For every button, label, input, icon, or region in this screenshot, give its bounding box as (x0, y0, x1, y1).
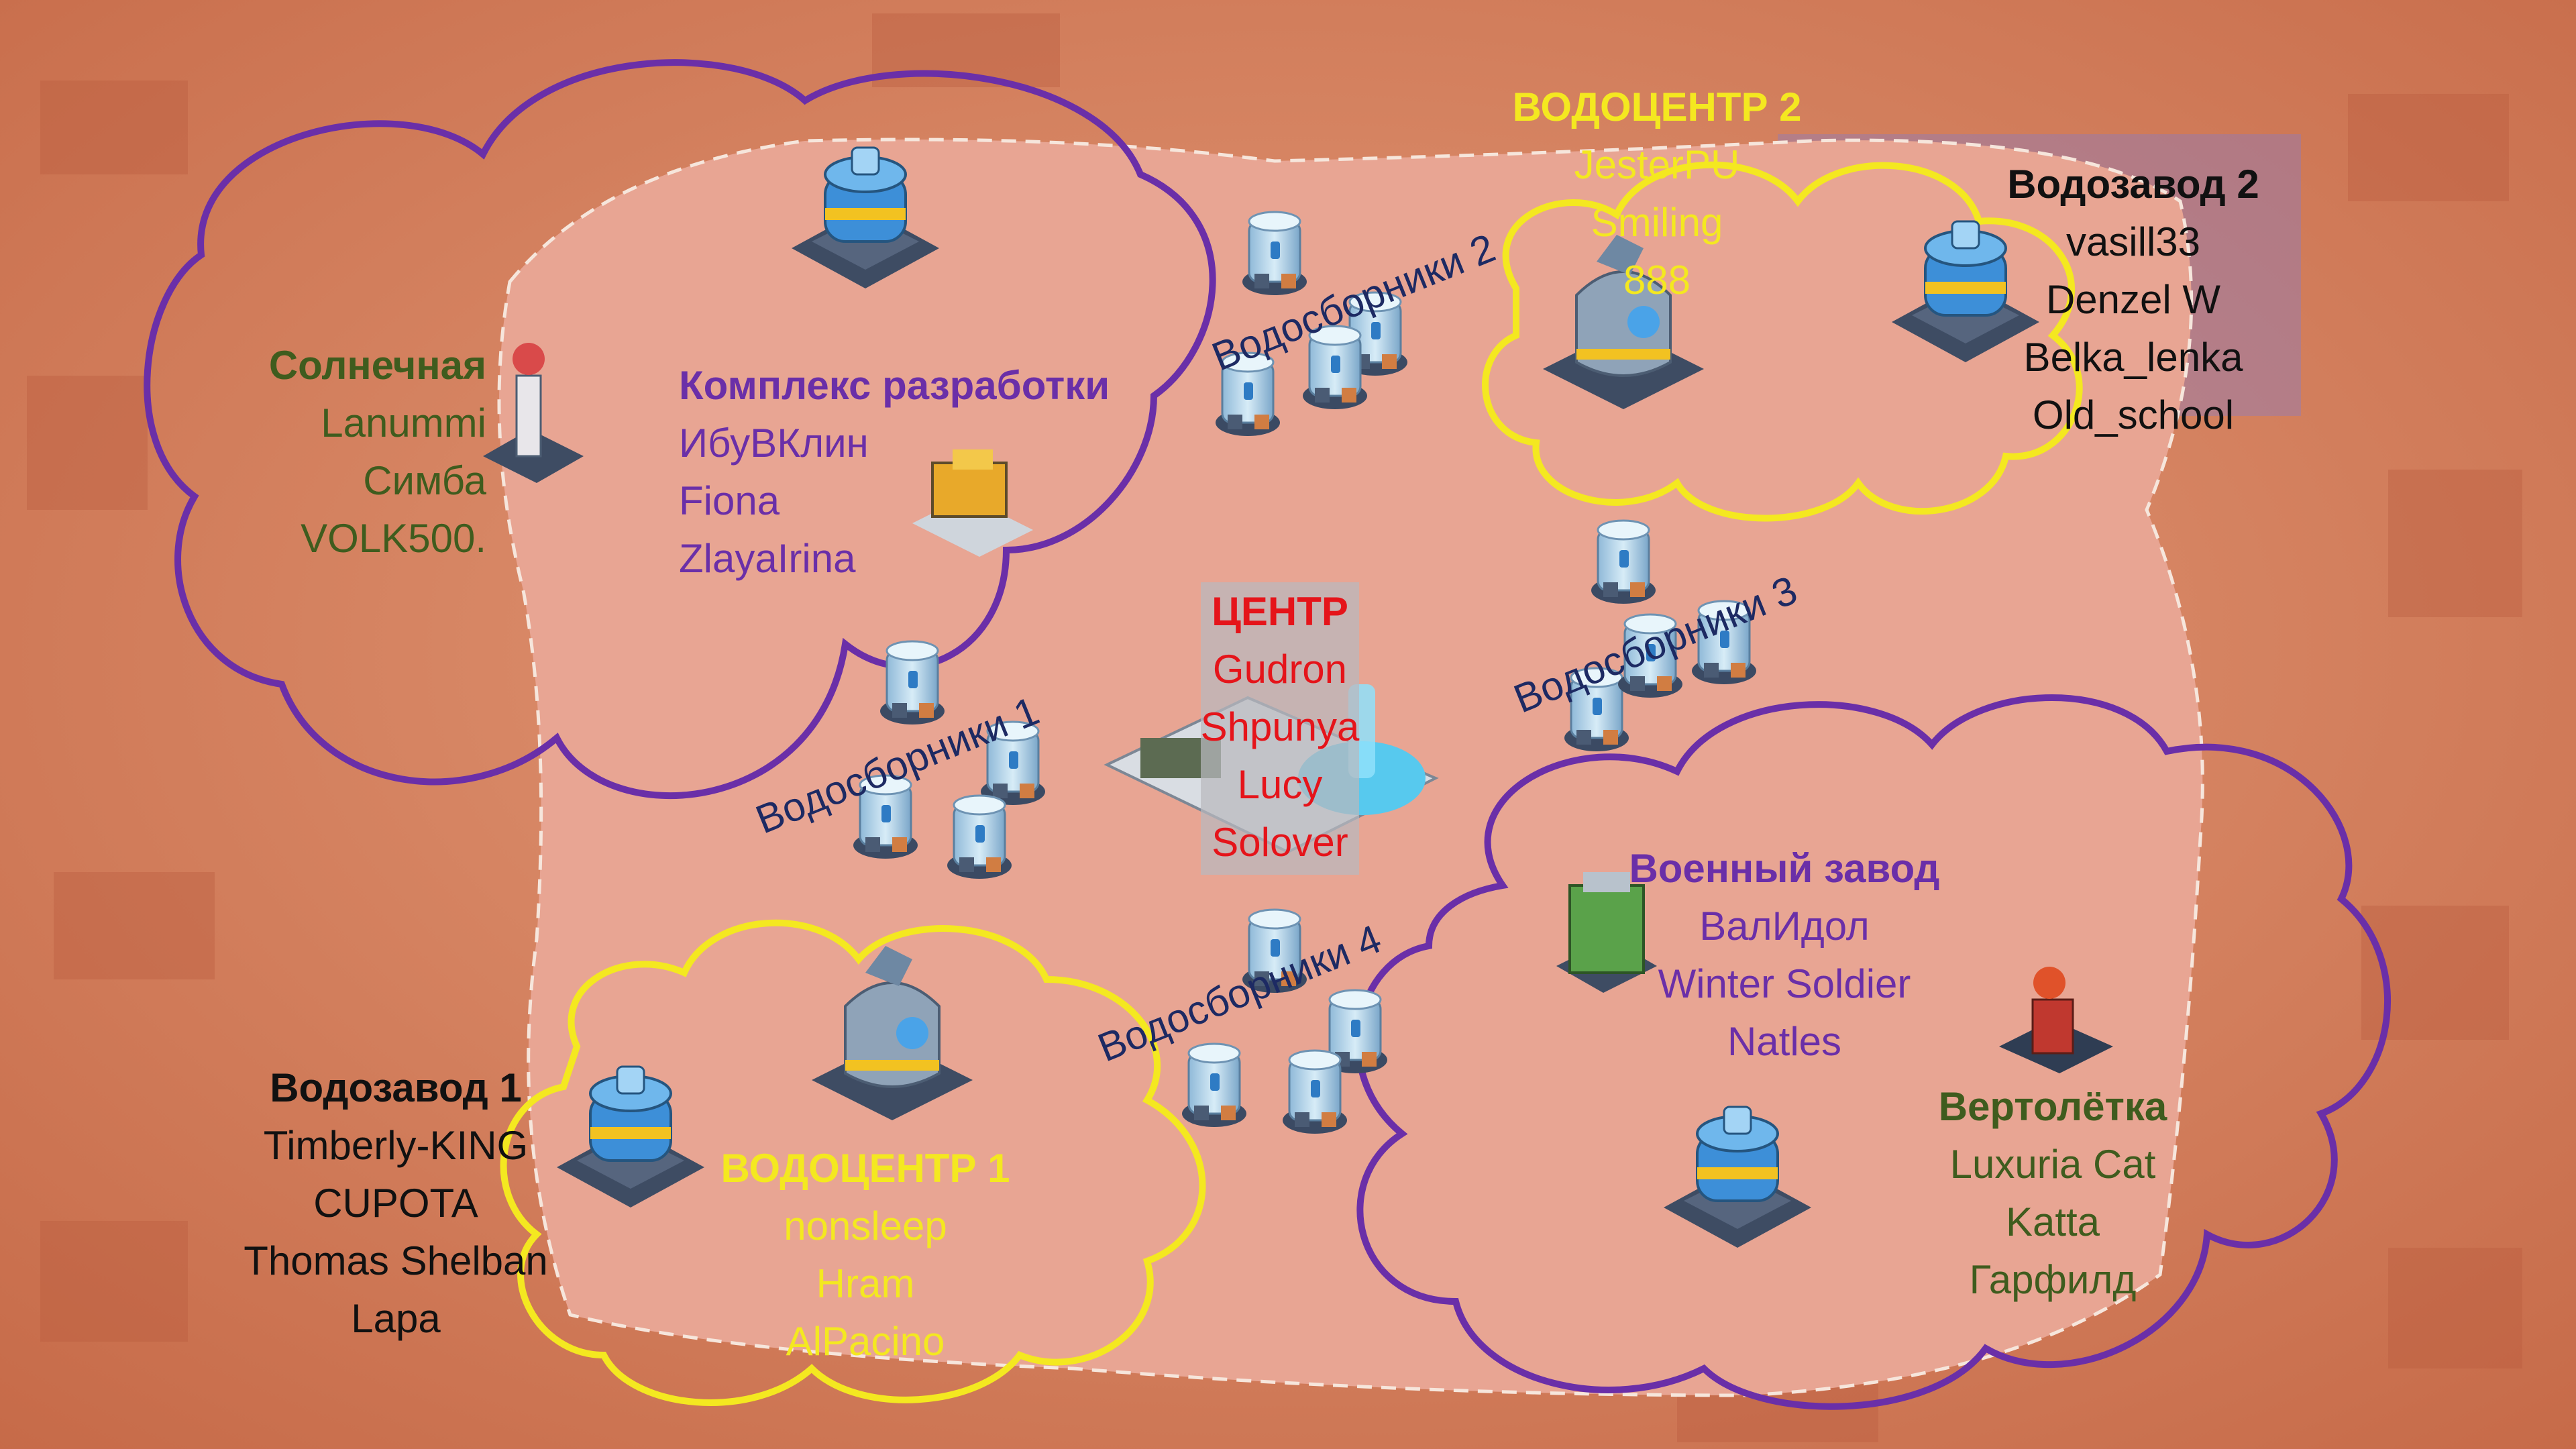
player-name: Winter Soldier (1658, 961, 1911, 1006)
zone-label-solnechnaya: Солнечная Lanummi Симба VOLK500. (228, 345, 486, 576)
player-name: Lapa (351, 1296, 441, 1341)
player-name: Lucy (1237, 762, 1323, 807)
zone-title: Солнечная (268, 343, 486, 388)
research-complex-building[interactable] (912, 449, 1033, 557)
zone-title: Водозавод 2 (2007, 162, 2259, 207)
zone-title: Водозавод 1 (270, 1065, 522, 1110)
zone-border-southeast (1354, 694, 2391, 1410)
player-name: 888 (1623, 258, 1691, 303)
zone-border-vodocentr2 (1482, 161, 2083, 522)
player-name: Solover (1212, 820, 1348, 865)
player-name: Smiling (1591, 200, 1723, 245)
player-name: nonsleep (784, 1203, 947, 1248)
helipad-building[interactable] (1999, 967, 2113, 1073)
player-name: Thomas Shelban (244, 1238, 548, 1283)
player-name: Lanummi (321, 400, 486, 445)
player-name: Luxuria Cat (1949, 1142, 2156, 1187)
zone-title: ВОДОЦЕНТР 2 (1512, 85, 1802, 129)
center-label-background (1201, 582, 1359, 875)
zone-border-northwest (144, 59, 1216, 800)
player-name: Natles (1727, 1019, 1842, 1064)
military-factory-building[interactable] (1556, 872, 1657, 993)
zone-label-vodozavod1: Водозавод 1 Timberly-KING CUPOTA Thomas … (201, 1068, 590, 1356)
player-name: VOLK500. (301, 516, 486, 561)
player-name: Belka_lenka (2023, 335, 2243, 380)
zone-label-centr: ЦЕНТР Gudron Shpunya Lucy Solover (1146, 592, 1414, 880)
player-name: JesterPU (1574, 142, 1740, 187)
player-name: CUPOTA (313, 1181, 478, 1226)
zone-label-voenny: Военный завод ВалИдол Winter Soldier Nat… (1583, 849, 1986, 1079)
player-name: Katta (2005, 1199, 2100, 1244)
zone-title: Вертолётка (1938, 1084, 2167, 1129)
player-name: Гарфилд (1969, 1257, 2137, 1302)
zone-title: Военный завод (1629, 846, 1940, 891)
player-name: Denzel W (2045, 277, 2221, 322)
zone-label-vodozavod2: Водозавод 2 vasill33 Denzel W Belka_lenk… (1932, 164, 2334, 453)
zone-title: Комплекс разработки (679, 363, 1110, 408)
zone-label-vodocentr1: ВОДОЦЕНТР 1 nonsleep Hram AlPacino (671, 1148, 1060, 1379)
player-name: Shpunya (1200, 704, 1360, 749)
player-name: ВалИдол (1699, 904, 1870, 949)
solar-tower-building[interactable] (483, 343, 584, 483)
zone-border-vodocentr1 (500, 919, 1206, 1406)
player-name: Timberly-KING (263, 1123, 529, 1168)
player-name: Hram (816, 1261, 915, 1306)
player-name: Old_school (2032, 392, 2235, 437)
player-name: AlPacino (786, 1319, 945, 1364)
zone-title: ЦЕНТР (1212, 589, 1348, 634)
player-name: Fiona (679, 478, 780, 523)
zone-label-vertoletka: Вертолётка Luxuria Cat Katta Гарфилд (1851, 1087, 2254, 1318)
player-name: vasill33 (2065, 219, 2201, 264)
player-name: ИбуВКлин (679, 421, 869, 466)
player-name: Симба (363, 458, 486, 503)
player-name: Gudron (1212, 647, 1348, 692)
zone-title: ВОДОЦЕНТР 1 (720, 1146, 1010, 1191)
zone-label-vodocentr2: ВОДОЦЕНТР 2 JesterPU Smiling 888 (1456, 87, 1858, 318)
zone-label-kompleks: Комплекс разработки ИбуВКлин Fiona Zlaya… (679, 366, 1110, 596)
player-name: ZlayaIrina (679, 536, 856, 581)
